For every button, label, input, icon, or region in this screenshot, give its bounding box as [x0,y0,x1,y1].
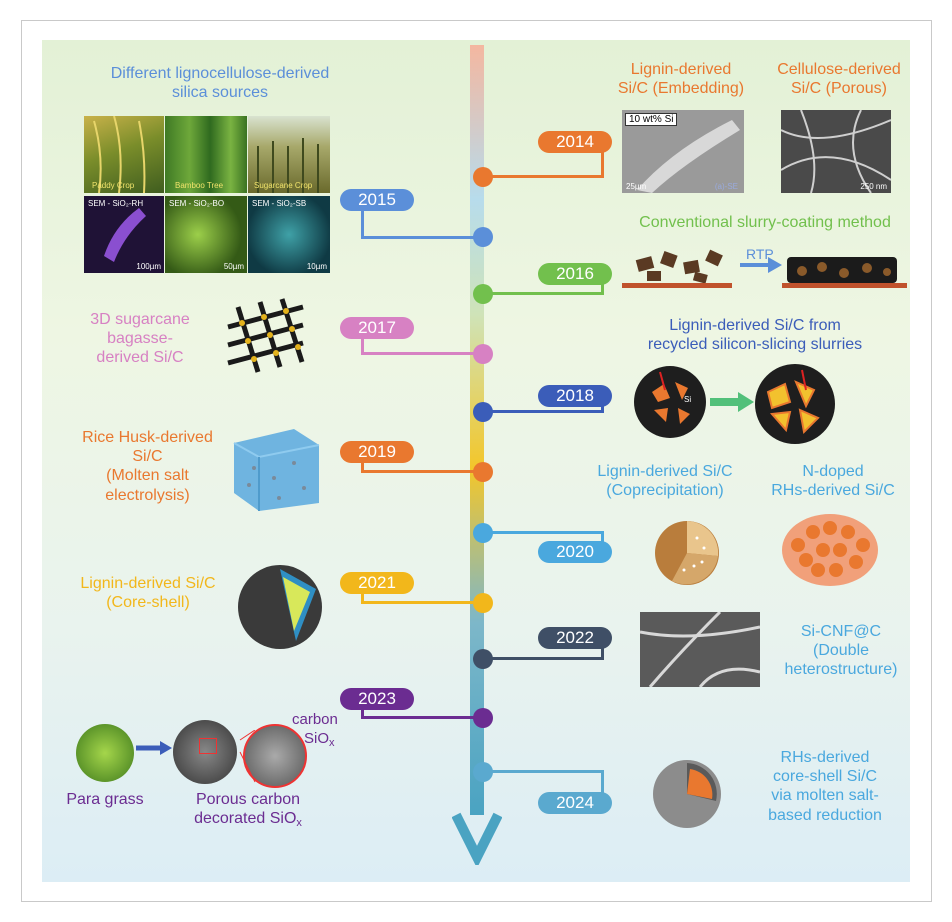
label-2020-a: Lignin-derived Si/C(Coprecipitation) [597,463,733,500]
timeline-dot-2014 [473,167,493,187]
bamboo-tree-caption: Bamboo Tree [175,181,224,190]
rice-husk-cube-image [233,429,320,511]
year-pill-2021: 2021 [340,572,414,594]
silicon-slurry-schematic: Si [634,364,835,444]
year-pill-2014: 2014 [538,131,612,153]
siox-zoom-sem [243,724,307,788]
sem-bo-scale: 50µm [223,262,244,271]
sem-sb-image: SEM - SiO₂-SB 10µm [248,196,330,273]
si-cnf-sem [640,612,760,687]
lignin-scale: 25µm [626,182,647,191]
sugarcane-crop-photo: Sugarcane Crop [248,116,330,193]
label-2023-b: Porous carbon decorated SiOx [194,791,302,830]
siox-annotation: SiOx [304,730,335,749]
molten-salt-core-shell-image [653,760,721,828]
timeline-dot-2021 [473,593,493,613]
timeline-dot-2022 [473,649,493,669]
si-text: Si [684,395,691,404]
paddy-crop-photo: Paddy Crop [84,116,164,193]
connector-2016-v [601,279,604,295]
connector-2023-v [361,703,364,719]
cellulose-scale: 250 nm [860,182,887,191]
sem-sb-caption: SEM - SiO₂-SB [252,199,307,208]
year-pill-2015: 2015 [340,189,414,211]
connector-2018 [483,410,603,413]
year-pill-2019: 2019 [340,441,414,463]
coprecipitation-sphere-image [655,521,719,585]
timeline-dot-2019 [473,462,493,482]
timeline-dot-2017 [473,344,493,364]
connector-2024-v [601,770,604,793]
porous-carbon-sem [173,720,237,784]
label-2016: Conventional slurry-coating method [639,214,891,231]
lignin-wt-label: 10 wt% Si [625,113,678,126]
year-pill-2017: 2017 [340,317,414,339]
connector-2023 [363,716,483,719]
connector-2024 [483,770,603,773]
connector-2021-v [361,588,364,604]
slurry-coating-schematic [622,249,907,288]
cellulose-porous-sem: 250 nm [781,110,891,193]
sugarcane-lattice-image [227,298,305,373]
core-shell-sphere-image [238,565,322,649]
year-pill-2016: 2016 [538,263,612,285]
lignin-embedding-sem: 10 wt% Si 25µm (a)-SE [622,110,744,193]
year-pill-2023: 2023 [340,688,414,710]
para-grass-photo [76,724,134,782]
connector-2020 [483,531,603,534]
lignin-se: (a)-SE [714,182,738,191]
sem-rh-image: SEM - SiO₂-RH 100µm [84,196,164,273]
connector-2017 [363,352,483,355]
connector-2014 [483,175,603,178]
sem-sb-scale: 10µm [306,262,327,271]
connector-2019 [363,470,483,473]
sem-bo-caption: SEM - SiO₂-BO [169,199,225,208]
timeline-dot-2023 [473,708,493,728]
connector-2019-v [361,457,364,473]
connector-2014-v [601,143,604,178]
sem-rh-caption: SEM - SiO₂-RH [88,199,144,208]
sugarcane-crop-caption: Sugarcane Crop [254,181,313,190]
timeline-dot-2018 [473,402,493,422]
process-arrow [136,741,172,755]
connector-2015-v [361,207,364,239]
label-2021: Lignin-derived Si/C(Core-shell) [80,575,216,612]
timeline-dot-2015 [473,227,493,247]
connector-2016 [483,292,603,295]
year-pill-2024: 2024 [538,792,612,814]
sem-bo-image: SEM - SiO₂-BO 50µm [165,196,247,273]
bamboo-tree-photo: Bamboo Tree [165,116,247,193]
carbon-annotation: carbon [292,711,338,728]
n-doped-particles-image [782,514,878,586]
connector-2021 [363,601,483,604]
year-pill-2022: 2022 [538,627,612,649]
connector-2015 [363,236,483,239]
timeline-dot-2024 [473,762,493,782]
paddy-crop-caption: Paddy Crop [92,181,135,190]
year-pill-2018: 2018 [538,385,612,407]
timeline-dot-2016 [473,284,493,304]
connector-2017-v [361,338,364,355]
year-pill-2020: 2020 [538,541,612,563]
connector-2022 [483,657,603,660]
label-2023-a: Para grass [66,791,144,808]
sem-rh-scale: 100µm [136,262,161,271]
connector-2022-v [601,645,604,660]
zoom-lines [239,730,256,783]
rtp-label: RTP [746,246,774,262]
timeline-dot-2020 [473,523,493,543]
